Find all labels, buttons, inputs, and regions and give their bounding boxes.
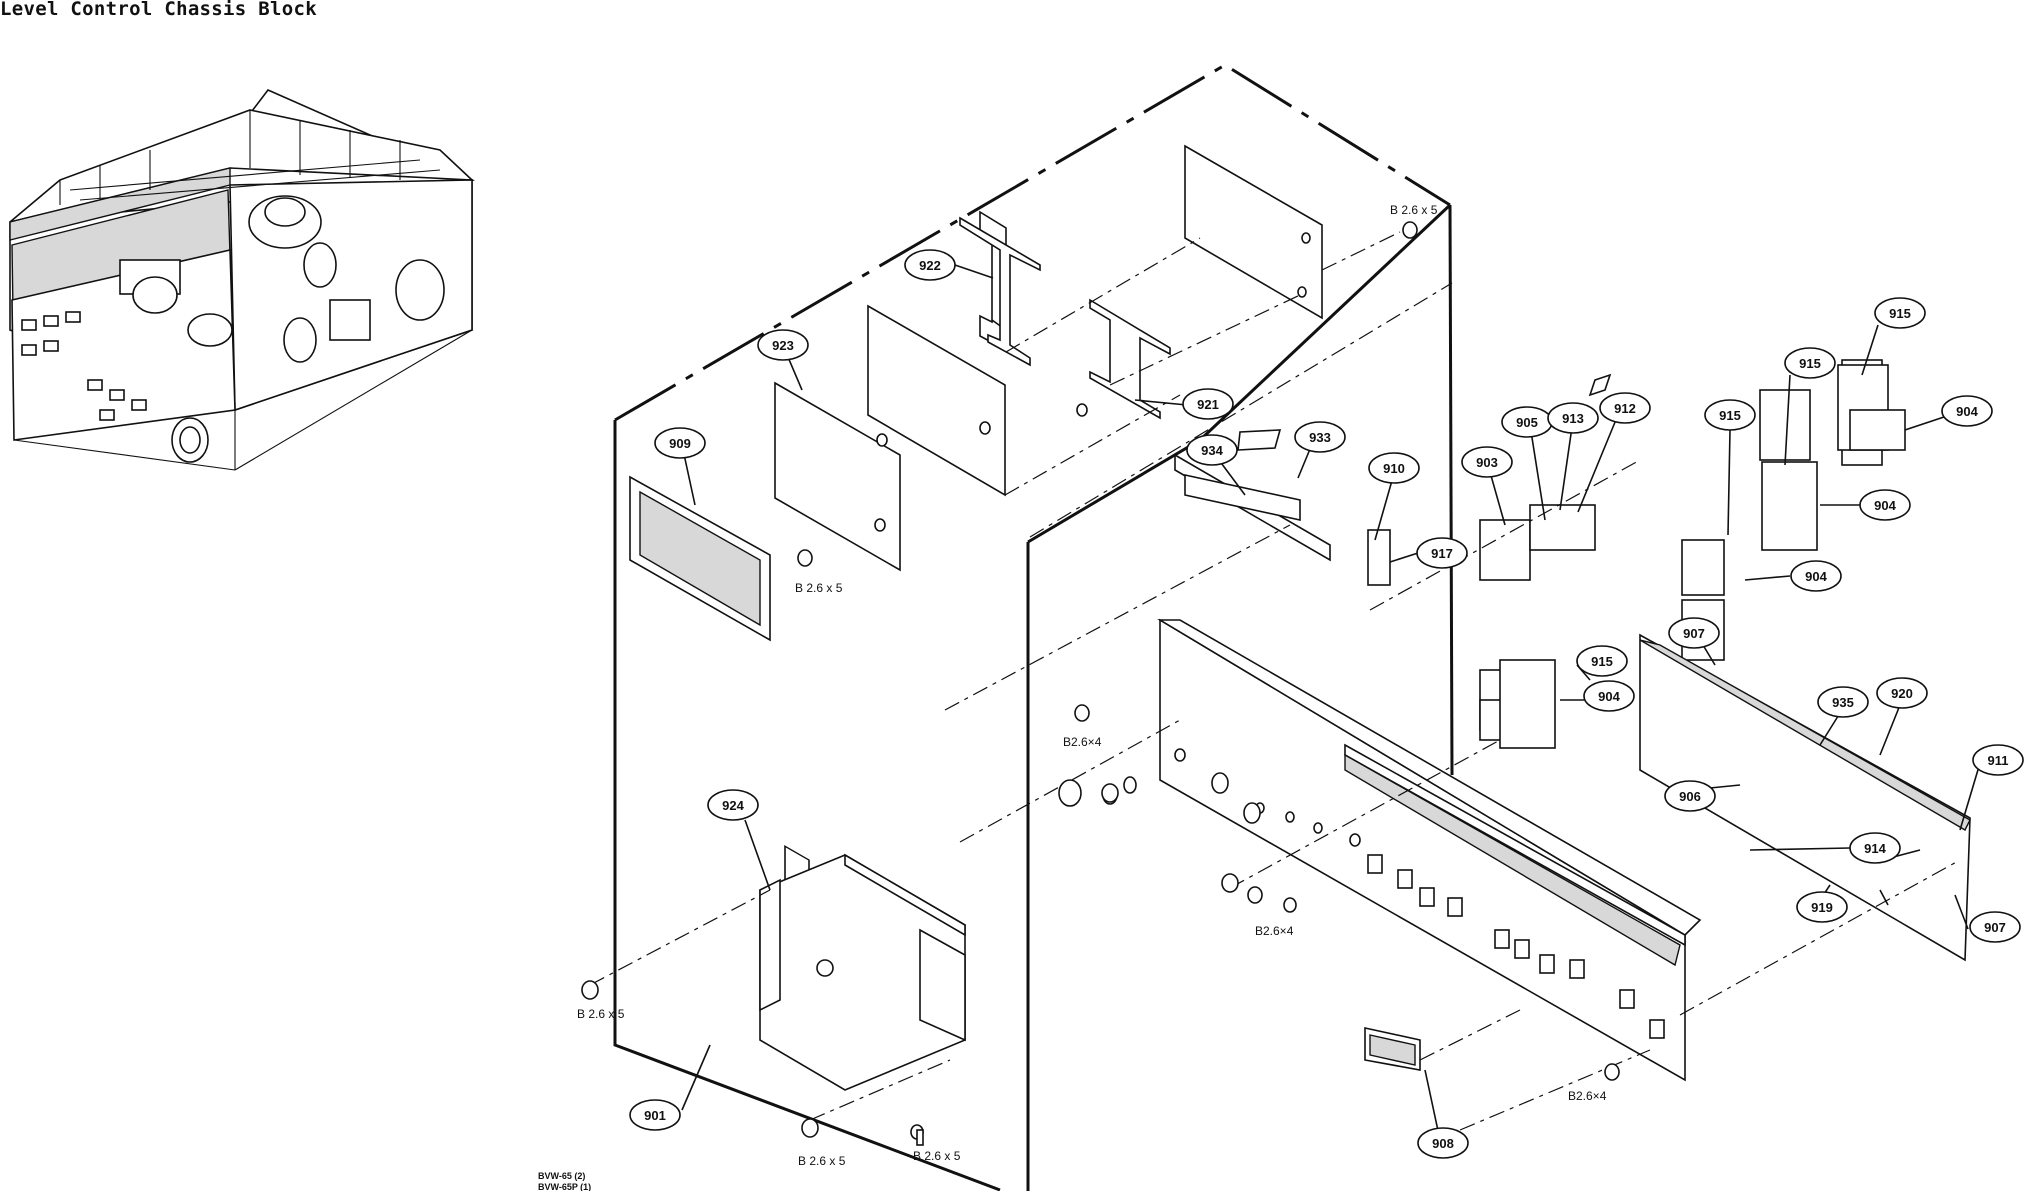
callout-923 <box>757 329 809 361</box>
callout-920 <box>1876 677 1928 709</box>
callout-924 <box>707 789 759 821</box>
callout-915-d <box>1576 645 1628 677</box>
callout-904-c-label: 904 <box>1805 569 1827 584</box>
vtr-overview-illustration <box>9 89 476 471</box>
callout-906 <box>1664 780 1716 812</box>
callout-904-c <box>1790 560 1842 592</box>
callout-907-b-label: 907 <box>1984 920 2006 935</box>
callout-922-label: 922 <box>919 258 941 273</box>
callout-903 <box>1461 446 1513 478</box>
model-label-2: BVW-65P (1) <box>538 1182 591 1191</box>
callout-934-label: 934 <box>1201 443 1223 458</box>
callout-915-b-label: 915 <box>1799 356 1821 371</box>
callout-904-a-label: 904 <box>1956 404 1978 419</box>
callout-915-a <box>1704 399 1756 431</box>
callout-904-b <box>1859 489 1911 521</box>
callout-912 <box>1599 392 1651 424</box>
callout-914-label: 914 <box>1864 841 1886 856</box>
callout-907-b <box>1969 911 2021 943</box>
callout-901 <box>629 1099 681 1131</box>
callout-920-label: 920 <box>1891 686 1913 701</box>
screw-label-6: B 2.6 x 5 <box>798 1154 846 1168</box>
callout-915-b <box>1784 347 1836 379</box>
callout-910 <box>1368 452 1420 484</box>
callout-904-d <box>1583 680 1635 712</box>
screw-label-4: B2.6×4 <box>1255 924 1294 938</box>
screw-label-1: B 2.6 x 5 <box>1390 203 1438 217</box>
callout-913 <box>1547 402 1599 434</box>
callout-921-label: 921 <box>1197 397 1219 412</box>
callout-919 <box>1796 891 1848 923</box>
callout-911-label: 911 <box>1988 753 2009 768</box>
callout-935-label: 935 <box>1832 695 1854 710</box>
front-panel <box>944 459 1971 1131</box>
callout-908 <box>1417 1127 1469 1159</box>
screw-label-5: B 2.6 x 5 <box>577 1007 625 1021</box>
callout-904-b-label: 904 <box>1874 498 1896 513</box>
screw-label-7: B 2.6 x 5 <box>913 1149 961 1163</box>
callout-915-a-label: 915 <box>1719 408 1741 423</box>
callout-933 <box>1294 421 1346 453</box>
callout-909 <box>654 427 706 459</box>
callout-907-a-label: 907 <box>1683 626 1705 641</box>
callout-bubbles: 922 923 921 909 934 933 910 917 903 905 … <box>629 249 2024 1159</box>
callout-919-label: 919 <box>1811 900 1833 915</box>
callout-921 <box>1182 388 1234 420</box>
callout-933-label: 933 <box>1309 430 1331 445</box>
callout-909-label: 909 <box>669 436 691 451</box>
callout-917 <box>1416 537 1468 569</box>
callout-905-label: 905 <box>1516 415 1538 430</box>
callout-917-label: 917 <box>1431 546 1453 561</box>
callout-914 <box>1849 832 1901 864</box>
callout-907-a <box>1668 617 1720 649</box>
screw-label-3: B2.6×4 <box>1063 735 1102 749</box>
callout-904-d-label: 904 <box>1598 689 1620 704</box>
lower-shield <box>589 853 1521 1121</box>
screw-label-2: B 2.6 x 5 <box>795 581 843 595</box>
callout-935 <box>1817 686 1869 718</box>
callout-915-c-label: 915 <box>1889 306 1911 321</box>
callout-911 <box>1972 744 2024 776</box>
switch-components <box>1174 359 1906 749</box>
callout-908-label: 908 <box>1432 1136 1454 1151</box>
callout-922 <box>904 249 956 281</box>
assembly-boundary <box>613 63 1454 1191</box>
callout-912-label: 912 <box>1614 401 1636 416</box>
callout-903-label: 903 <box>1476 455 1498 470</box>
callout-901-label: 901 <box>644 1108 666 1123</box>
callout-934 <box>1186 434 1238 466</box>
callout-910-label: 910 <box>1383 461 1405 476</box>
screws <box>581 221 1620 1146</box>
callout-924-label: 924 <box>722 798 744 813</box>
callout-913-label: 913 <box>1562 411 1584 426</box>
screw-size-labels: B 2.6 x 5 B 2.6 x 5 B2.6×4 B2.6×4 B 2.6 … <box>577 203 1607 1168</box>
callout-906-label: 906 <box>1679 789 1701 804</box>
callout-923-label: 923 <box>772 338 794 353</box>
page-title: Level Control Chassis Block <box>0 0 317 20</box>
callout-915-c <box>1874 297 1926 329</box>
model-labels: BVW-65 (2) BVW-65P (1) <box>538 1171 591 1191</box>
model-label-1: BVW-65 (2) <box>538 1171 585 1181</box>
callout-904-a <box>1941 395 1993 427</box>
callout-915-d-label: 915 <box>1591 654 1613 669</box>
screw-label-8: B2.6×4 <box>1568 1089 1607 1103</box>
